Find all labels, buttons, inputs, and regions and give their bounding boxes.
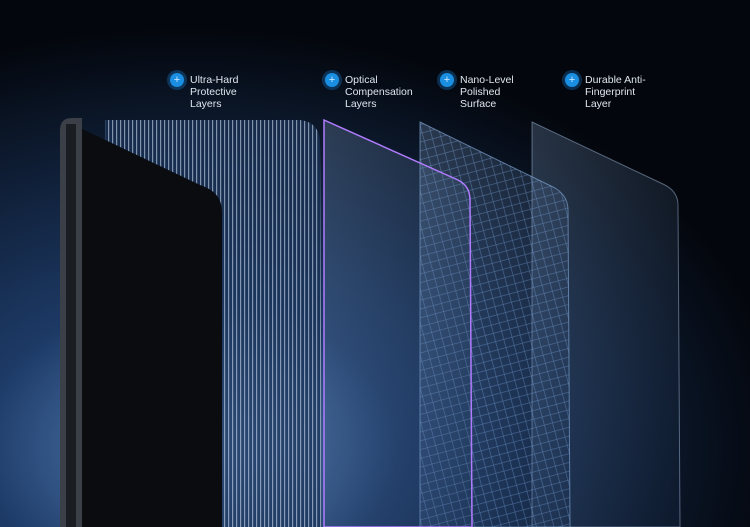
- label-line: Nano-Level: [460, 74, 514, 86]
- label-line: Layers: [190, 98, 222, 110]
- label-line: Surface: [460, 98, 497, 110]
- label-line: Layers: [345, 98, 377, 110]
- label-line: Optical: [345, 74, 378, 86]
- plus-circle-icon[interactable]: +: [565, 73, 579, 87]
- label-line: Durable Anti-: [585, 74, 646, 86]
- optical-compensation-layer: [323, 118, 473, 527]
- display-panel: [80, 128, 222, 527]
- plus-circle-icon[interactable]: +: [325, 73, 339, 87]
- label-line: Fingerprint: [585, 86, 636, 98]
- label-line: Compensation: [345, 86, 413, 98]
- plus-circle-icon[interactable]: +: [170, 73, 184, 87]
- label-line: Layer: [585, 98, 612, 110]
- plus-circle-icon[interactable]: +: [440, 73, 454, 87]
- label-line: Polished: [460, 86, 501, 98]
- label-line: Ultra-Hard: [190, 74, 239, 86]
- label-line: Protective: [190, 86, 237, 98]
